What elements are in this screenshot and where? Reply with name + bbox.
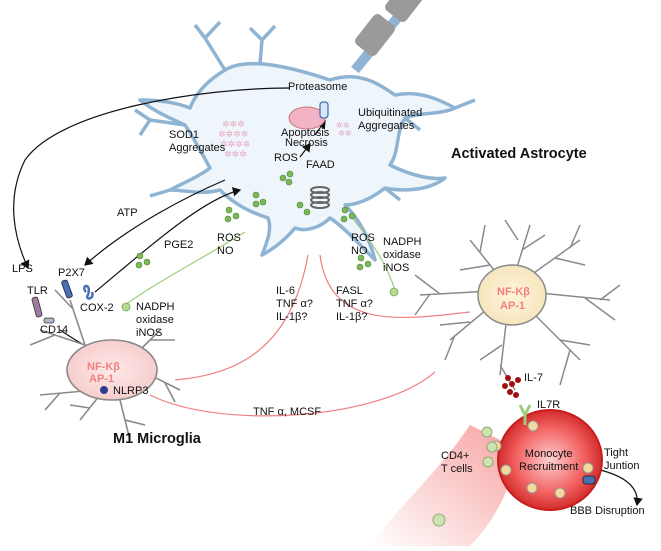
il7r-receptor-icon [518,404,532,425]
lps-label: LPS [12,263,33,275]
monocyte-recruitment-label: Monocyte Recruitment [519,448,579,473]
cytokines-astrocyte-label: FASL TNF α? IL-1β? [336,285,373,323]
astrocyte-nfkb-label: NF-Kβ [497,286,530,298]
bbb-disruption-label: BBB Disruption [570,505,645,517]
proteasome-label: Proteasome [288,81,348,93]
ros-no-astrocyte-label: ROS NO [351,232,375,257]
svg-text:✲✲: ✲✲ [336,121,350,130]
tnf-mcsf-label: TNF α, MCSF [253,406,322,418]
sod1-aggregate-icon: ✲✲✲ ✲✲✲✲ ✲✲✲✲ ✲✲✲ [218,120,250,160]
ubiquitinated-aggregate-icon: ✲✲ ✲✲ [336,121,352,138]
ros-no-microglia-label: ROS NO [217,232,241,257]
apoptosis-label: Apoptosis [281,127,330,139]
svg-text:✲✲✲: ✲✲✲ [224,150,247,160]
necrosis-label: Necrosis [285,137,328,149]
cytokines-microglia-label: IL-6 TNF α? IL-1β? [276,285,313,323]
tlr-label: TLR [27,285,48,297]
atp-label: ATP [117,207,138,219]
cd4-tcells-label: CD4+ T cells [441,450,473,475]
il7r-label: IL7R [537,399,561,411]
microglia-ap1-label: AP-1 [89,373,115,385]
ros-neuron-label: ROS [274,152,298,164]
il7-label: IL-7 [524,372,543,384]
microglia-title: M1 Microglia [113,431,201,447]
svg-text:✲✲✲✲: ✲✲✲✲ [218,130,248,140]
green-vesicles [121,170,399,312]
tight-junction-label: Tight Juntion [604,447,640,472]
microglia-nfkb-label: NF-Kβ [87,361,120,373]
proteasome-icon [319,101,329,119]
sod1-aggregates-label: SOD1 Aggregates [169,129,226,154]
astrocyte-title: Activated Astrocyte [451,146,587,162]
blood-vessel [370,409,603,546]
p2x7-receptor-icon [61,279,73,299]
astrocyte-cell [414,219,621,391]
t-cells [432,426,498,527]
svg-text:✲✲✲: ✲✲✲ [222,120,245,130]
tlr-receptor-icon [31,296,43,318]
pge2-label: PGE2 [164,239,194,251]
il7-dots [502,375,521,398]
tight-junction-icon [582,475,596,485]
cd14-receptor-icon [43,317,55,324]
microglia-cell [29,289,181,441]
astrocyte-ap1-label: AP-1 [500,300,526,312]
astrocyte-nadph-label: NADPH oxidase iNOS [383,236,422,274]
axon-myelin [351,0,425,74]
microglia-nadph-label: NADPH oxidase iNOS [136,301,175,339]
cox2-receptor-icon [83,284,94,300]
cytokine-lines [149,254,471,417]
neuron-cell [134,20,476,262]
faad-coil-icon [310,186,330,209]
monocytes [490,420,594,499]
ubiquitinated-aggregates-label: Ubiquitinated Aggregates [358,107,423,132]
faad-label: FAAD [306,159,335,171]
nlrp3-label: NLRP3 [113,385,149,397]
microglia-receptors [31,279,94,324]
cd14-label: CD14 [40,324,69,336]
green-lines [124,214,396,306]
cox2-label: COX-2 [80,302,114,314]
svg-text:✲✲✲✲: ✲✲✲✲ [220,140,250,150]
p2x7-label: P2X7 [58,267,85,279]
microglia-nucleus-icon [100,386,108,394]
svg-text:✲✲: ✲✲ [338,129,352,138]
